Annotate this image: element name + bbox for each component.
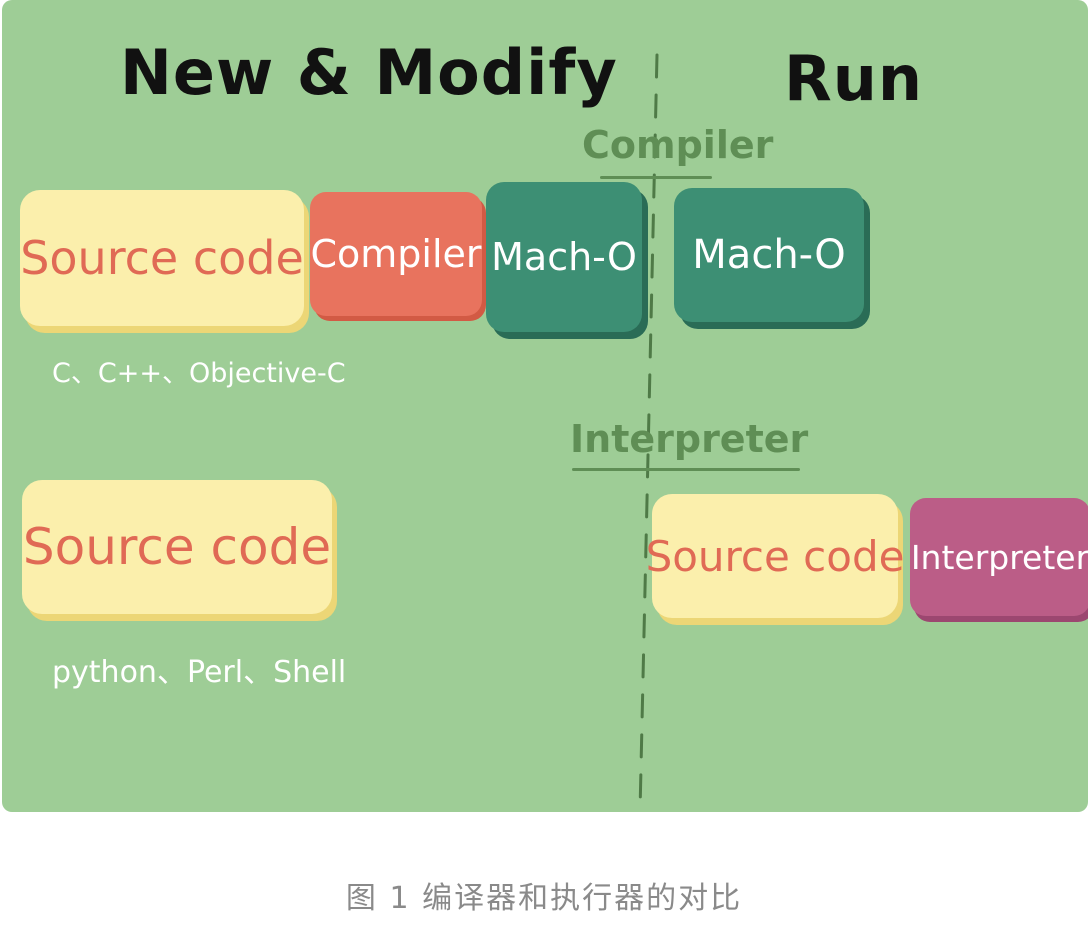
figure-caption: 图 1 编译器和执行器的对比 [345,881,743,916]
source-code-box-compiled: Source code [20,190,304,326]
interpreted-languages: python、Perl、Shell [52,655,347,690]
heading-run: Run [784,42,924,115]
compiler-label: Compiler [310,232,482,276]
source-code-box-run: Source code [646,494,904,618]
source-code-label: Source code [645,531,905,581]
compiler-box: Compiler [310,192,482,316]
compiler-stage-label: Compiler [582,123,774,167]
source-code-label: Source code [20,231,304,285]
heading-new-modify: New & Modify [120,36,618,109]
mach-o-box-run: Mach-O [674,188,864,322]
source-code-box-interpreted: Source code [22,480,332,614]
interpreter-box: Interpreter [910,498,1088,616]
interpreter-stage-underline [572,468,800,471]
compiled-languages: C、C++、Objective-C [52,358,346,389]
compiler-stage-underline [600,176,712,179]
mach-o-box-build: Mach-O [486,182,642,332]
diagram-panel: New & Modify Run Compiler Interpreter So… [2,0,1088,812]
interpreter-stage-label: Interpreter [570,417,809,461]
mach-o-label: Mach-O [692,232,846,278]
dashed-divider [638,53,659,812]
source-code-label: Source code [22,518,332,576]
interpreter-label: Interpreter [910,537,1088,577]
mach-o-label: Mach-O [491,235,637,279]
